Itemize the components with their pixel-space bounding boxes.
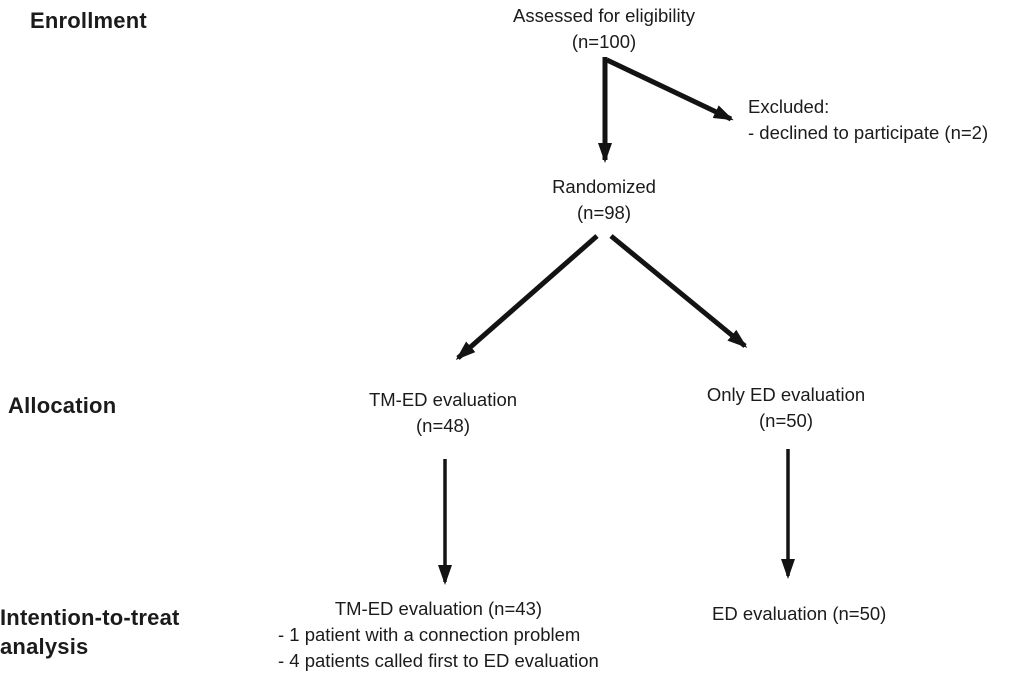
node-assessed-count: (n=100) <box>571 31 637 52</box>
node-only-ed-evaluation: Only ED evaluation (n=50) <box>707 382 865 434</box>
node-randomized-line1: Randomized <box>552 176 656 197</box>
stage-label-intention-to-treat: Intention-to-treat analysis <box>0 603 180 661</box>
node-itt-ed-evaluation: ED evaluation (n=50) <box>712 603 887 624</box>
node-only-ed-count: (n=50) <box>759 410 813 431</box>
stage-label-itt-line1: Intention-to-treat <box>0 605 180 630</box>
node-assessed-for-eligibility: Assessed for eligibility (n=100) <box>513 3 695 55</box>
node-only-ed-line1: Only ED evaluation <box>706 384 866 405</box>
node-itt-tmed-note-1: - 1 patient with a connection problem <box>278 624 581 645</box>
arrow-randomized-to-onlyed <box>609 234 748 348</box>
node-itt-tmed-evaluation: TM-ED evaluation (n=43) - 1 patient with… <box>278 596 599 674</box>
node-itt-tmed-note-2: - 4 patients called first to ED evaluati… <box>278 650 599 671</box>
node-excluded-title: Excluded: <box>748 96 830 117</box>
stage-label-itt-line2: analysis <box>0 634 89 659</box>
node-excluded: Excluded: - declined to participate (n=2… <box>748 94 988 146</box>
node-assessed-line1: Assessed for eligibility <box>513 5 695 26</box>
node-tmed-count: (n=48) <box>416 415 470 436</box>
node-tmed-evaluation: TM-ED evaluation (n=48) <box>369 387 517 439</box>
arrow-randomized-to-tmed <box>455 234 599 360</box>
node-tmed-line1: TM-ED evaluation <box>368 389 518 410</box>
stage-label-allocation: Allocation <box>8 393 117 418</box>
node-randomized-count: (n=98) <box>577 202 631 223</box>
arrow-assessed-to-excluded <box>605 57 734 122</box>
stage-label-enrollment: Enrollment <box>30 8 147 33</box>
node-excluded-reason: - declined to participate (n=2) <box>748 122 989 143</box>
node-itt-tmed-title: TM-ED evaluation (n=43) <box>334 598 543 619</box>
node-randomized: Randomized (n=98) <box>552 174 656 226</box>
